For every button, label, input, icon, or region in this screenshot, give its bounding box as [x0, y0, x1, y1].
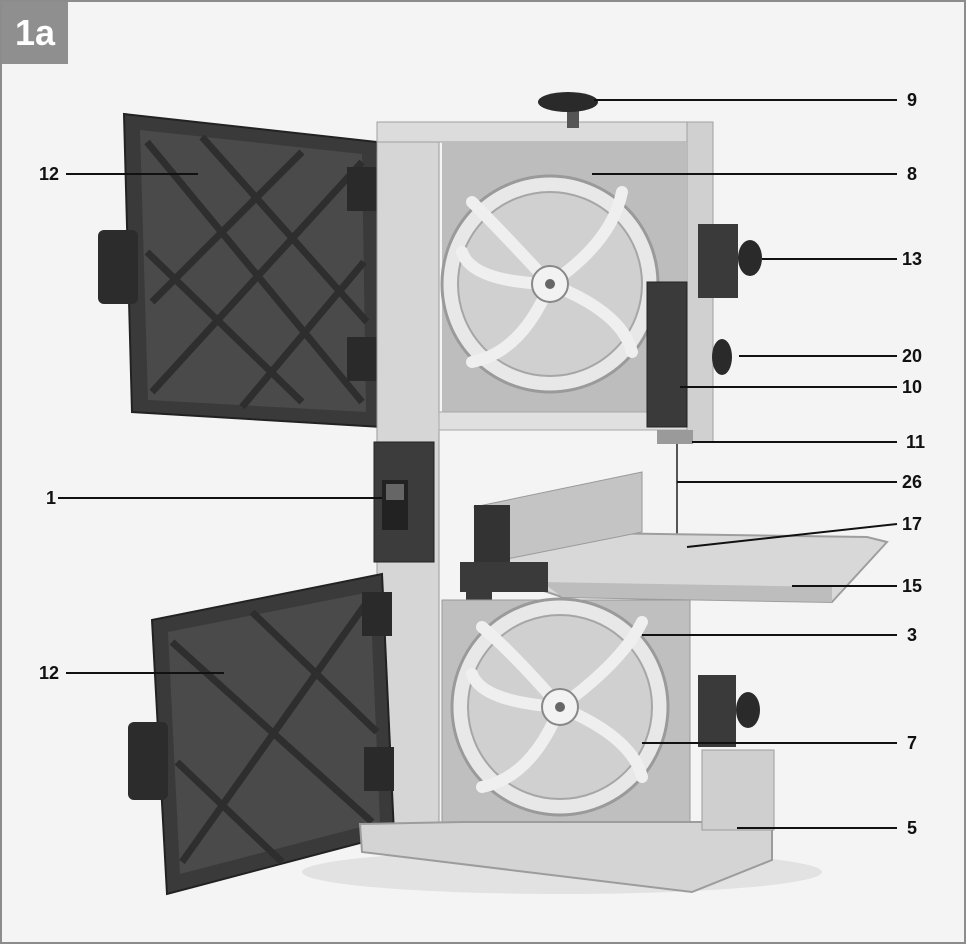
upper-wheel-shape: [440, 174, 660, 394]
blade-guide-shape: [657, 430, 693, 444]
callout-1: 1: [46, 488, 57, 508]
callout-13: 13: [902, 249, 923, 269]
callout-26: 26: [902, 472, 923, 492]
callout-9: 9: [907, 90, 918, 110]
callout-12-upper: 12: [39, 164, 60, 184]
saw-table-shape: [460, 471, 889, 634]
callout-11: 11: [906, 432, 926, 452]
callout-3: 3: [907, 625, 918, 645]
switch-shape: [373, 441, 435, 563]
figure-badge: 1a: [2, 2, 68, 64]
callout-10: 10: [902, 377, 923, 397]
blade-guard-shape: [646, 281, 688, 428]
callout-20: 20: [902, 346, 923, 366]
tension-knob-shape: [538, 92, 598, 128]
upper-door-panel: [98, 112, 384, 429]
lower-door-panel: [128, 572, 396, 896]
base-shape: [358, 749, 775, 894]
callout-7: 7: [907, 733, 918, 753]
callout-17: 17: [902, 514, 923, 534]
callout-15: 15: [902, 576, 923, 596]
callout-8: 8: [907, 164, 918, 184]
callout-12-lower: 12: [39, 663, 60, 683]
lower-wheel-shape: [450, 597, 670, 817]
callout-5: 5: [907, 818, 918, 838]
